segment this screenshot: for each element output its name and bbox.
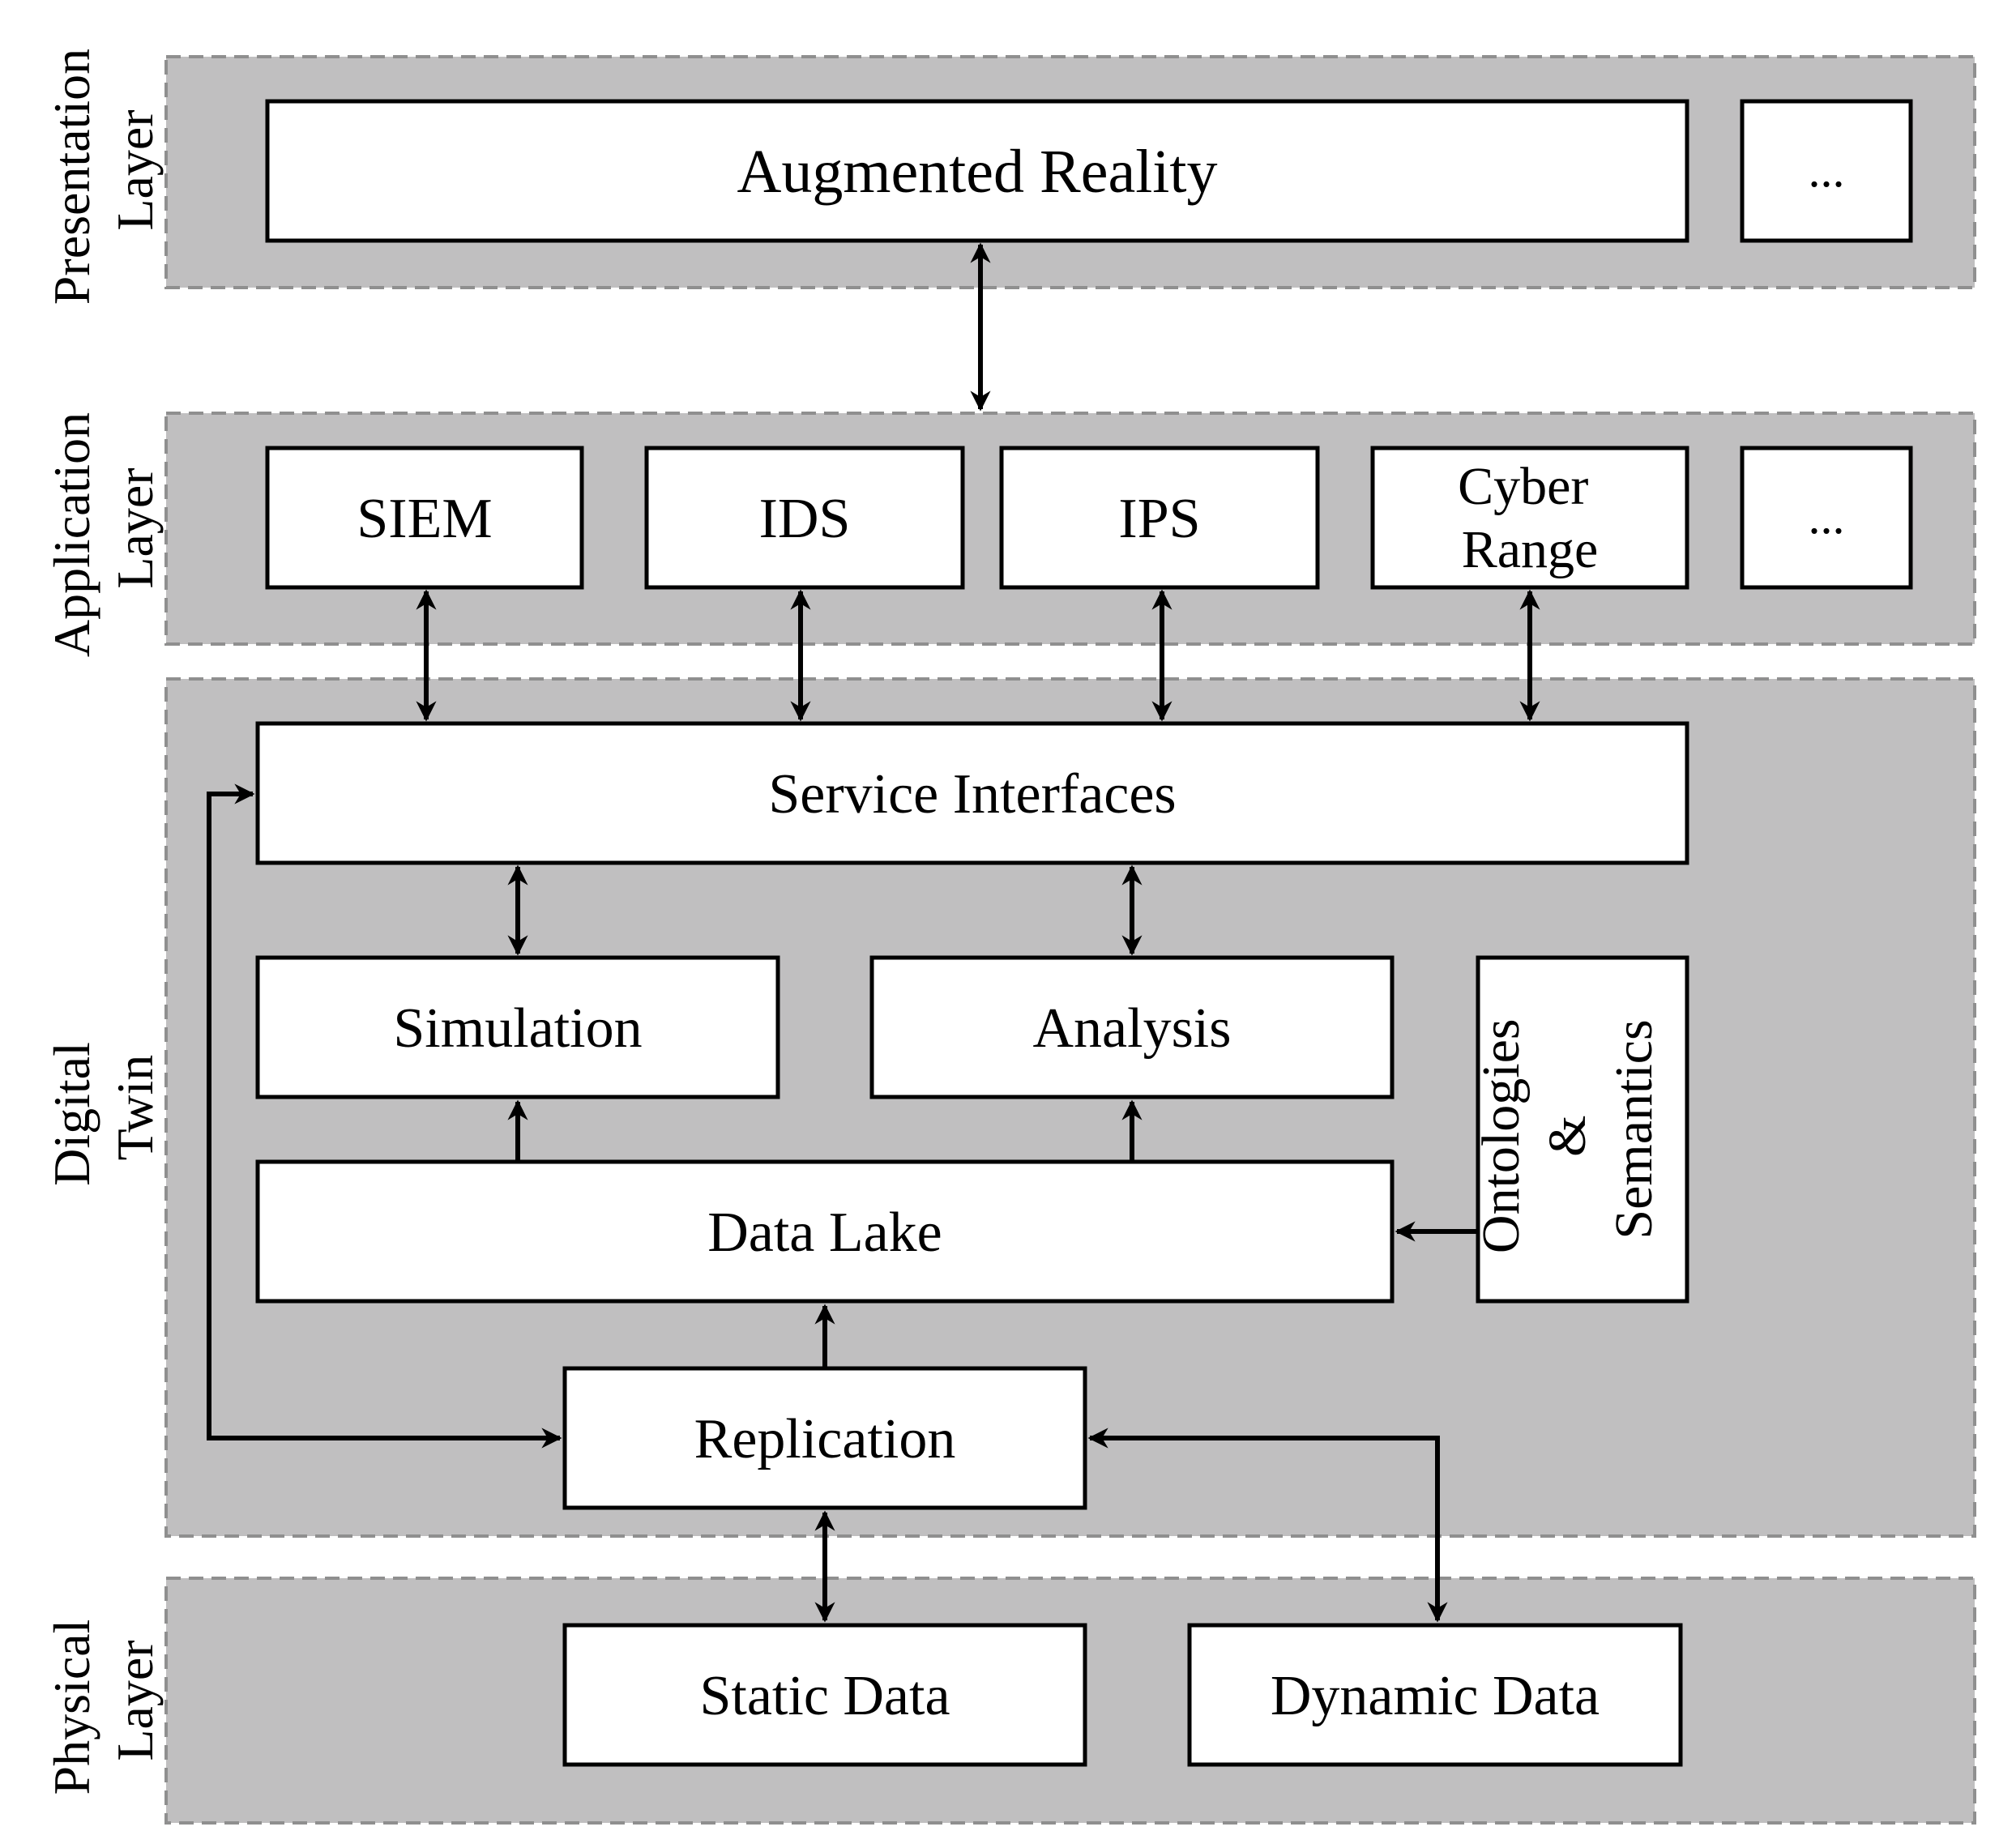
ontologies-line1: Ontologies xyxy=(1471,1018,1531,1253)
replication-text: Replication xyxy=(694,1408,956,1470)
ips-box xyxy=(999,446,1320,590)
siem-text: SIEM xyxy=(357,488,492,550)
physical-layer-label-line2: Layer xyxy=(106,1640,164,1761)
cyber-range-line1: Cyber xyxy=(1458,457,1588,516)
dynamic-data-box xyxy=(1187,1623,1683,1767)
augmented-reality-box xyxy=(265,99,1689,243)
arrow-replication-dynamic xyxy=(1087,1428,1448,1623)
siem-box xyxy=(265,446,584,590)
cyber-range-box xyxy=(1370,446,1689,590)
ontologies-box xyxy=(1476,955,1689,1304)
static-data-text: Static Data xyxy=(699,1665,950,1727)
arrow-service-replication-loop xyxy=(207,783,562,1449)
digital-twin-label-line2: Twin xyxy=(106,1055,164,1161)
replication-box xyxy=(562,1366,1087,1510)
service-interfaces-text: Service Interfaces xyxy=(768,763,1176,826)
presentation-more-text: ... xyxy=(1809,143,1845,197)
application-more-box xyxy=(1740,446,1913,590)
analysis-text: Analysis xyxy=(1033,997,1232,1060)
static-data-box xyxy=(562,1623,1087,1767)
digital-twin-label-line1: Digital xyxy=(43,1042,100,1186)
presentation-layer-label-line2: Layer xyxy=(106,109,164,230)
physical-layer-label: Physical Layer xyxy=(43,1607,164,1795)
ontologies-line3: Semantics xyxy=(1604,1019,1664,1239)
ontologies-line2: & xyxy=(1538,1116,1597,1157)
analysis-box xyxy=(869,955,1395,1099)
application-layer-label-line1: Application xyxy=(43,412,100,657)
digital-twin-label: Digital Twin xyxy=(43,1029,164,1186)
ips-text: IPS xyxy=(1118,488,1200,550)
application-layer-label-line2: Layer xyxy=(106,467,164,588)
application-more-text: ... xyxy=(1809,490,1845,544)
dynamic-data-text: Dynamic Data xyxy=(1271,1665,1600,1727)
presentation-layer-label-line1: Presentation xyxy=(43,49,100,305)
ontologies-text: Ontologies & Semantics xyxy=(1471,1005,1664,1253)
cyber-range-line2: Range xyxy=(1462,520,1599,579)
application-layer-label: Application Layer xyxy=(43,399,164,657)
cyber-range-text: Cyber Range xyxy=(1458,457,1602,579)
data-lake-text: Data Lake xyxy=(707,1201,942,1264)
presentation-layer-label: Presentation Layer xyxy=(43,36,164,305)
presentation-more-box xyxy=(1740,99,1913,243)
physical-layer-label-line1: Physical xyxy=(43,1620,100,1795)
simulation-text: Simulation xyxy=(393,997,642,1060)
ids-text: IDS xyxy=(759,488,851,550)
augmented-reality-text: Augmented Reality xyxy=(737,138,1217,206)
ids-box xyxy=(644,446,965,590)
